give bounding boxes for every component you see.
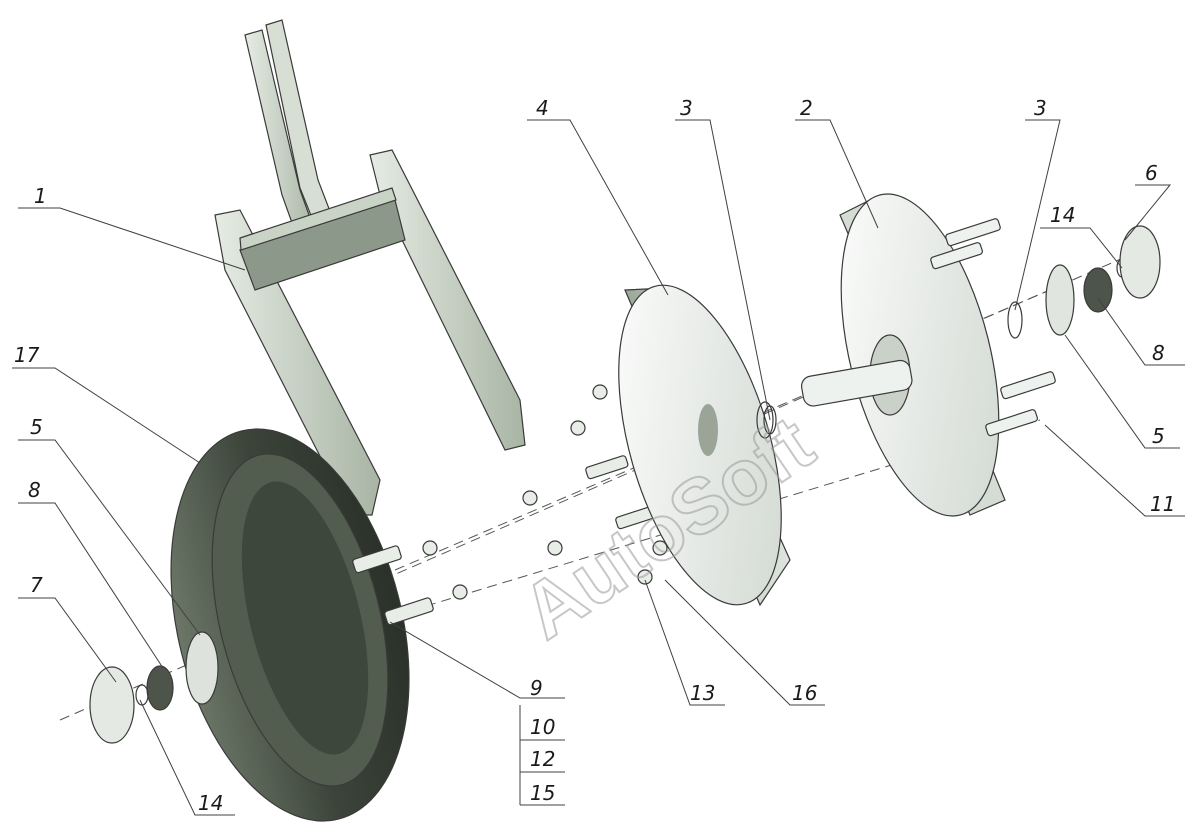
part-hub-flange: [800, 193, 1056, 517]
callout-17: 17: [14, 343, 40, 367]
part-group-left-hub: [89, 631, 219, 744]
callout-4: 4: [536, 96, 549, 120]
callout-8-right: 8: [1152, 341, 1165, 365]
callout-9: 9: [530, 676, 543, 700]
callout-3-right: 3: [1034, 96, 1047, 120]
callout-labels: 1 17 5 8 7 14 9 10 12 15 4 3 2 3 6 14 8 …: [14, 96, 1175, 815]
part-tire: [170, 428, 410, 822]
callout-5-left: 5: [30, 415, 43, 439]
part-disc: [618, 284, 791, 607]
callout-10: 10: [530, 715, 555, 739]
callout-13: 13: [690, 681, 715, 705]
leader-lines: [12, 119, 1185, 816]
callout-15: 15: [530, 781, 555, 805]
callout-14-right: 14: [1050, 203, 1075, 227]
callout-14-left: 14: [198, 791, 223, 815]
callout-1: 1: [34, 184, 47, 208]
callout-7: 7: [30, 573, 43, 597]
part-group-fasteners: [352, 384, 668, 626]
part-frame: [214, 19, 526, 516]
part-group-right-hub: [763, 225, 1161, 435]
callout-11: 11: [1150, 492, 1175, 516]
callout-2: 2: [800, 96, 813, 120]
callout-5-right: 5: [1152, 424, 1165, 448]
callout-6: 6: [1145, 161, 1158, 185]
callout-3-middle: 3: [680, 96, 693, 120]
callout-12: 12: [530, 747, 555, 771]
callout-16: 16: [792, 681, 817, 705]
callout-8-left: 8: [28, 478, 41, 502]
